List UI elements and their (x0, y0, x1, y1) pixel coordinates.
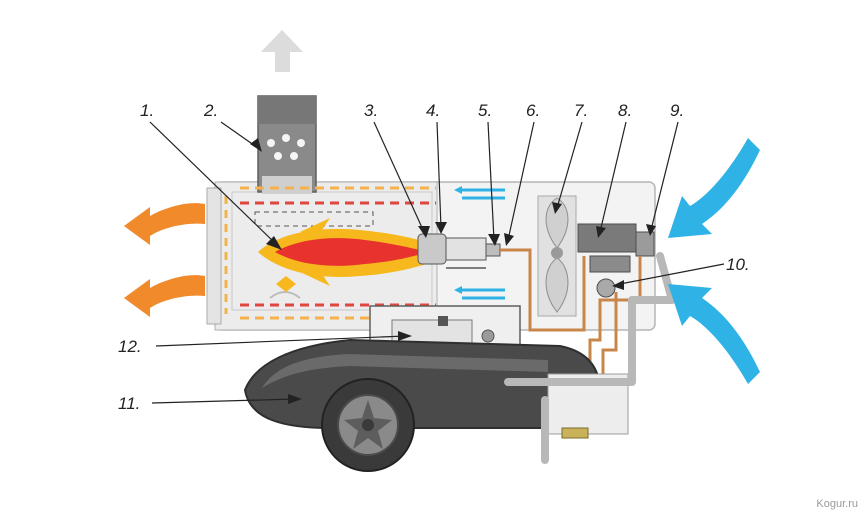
label-9: 9. (670, 101, 684, 120)
heat-flow-stripes (224, 186, 436, 320)
label-8: 8. (618, 101, 632, 120)
label-5: 5. (478, 101, 492, 120)
burner-nozzle (417, 233, 501, 269)
exhaust-up-arrow (261, 30, 303, 72)
fuel-pump-assembly (577, 223, 655, 298)
wheel (321, 378, 415, 472)
fuel-tank (243, 338, 629, 439)
cold-air-inlet-arrows (668, 138, 760, 384)
label-10: 10. (726, 255, 750, 274)
label-6: 6. (526, 101, 540, 120)
label-12: 12. (118, 337, 142, 356)
label-1: 1. (140, 101, 154, 120)
leader-arrowheads (250, 138, 656, 404)
watermark: Kogur.ru (816, 498, 858, 510)
leader-lines (149, 121, 725, 404)
exhaust-chimney (257, 95, 317, 194)
frame-handle (504, 252, 676, 464)
label-3: 3. (364, 101, 378, 120)
hot-air-outlet-arrows (124, 203, 205, 317)
flame (258, 218, 432, 286)
label-11: 11. (118, 394, 140, 413)
label-4: 4. (426, 101, 440, 120)
label-2: 2. (203, 101, 218, 120)
internal-air-arrows (454, 186, 505, 300)
label-7: 7. (574, 101, 588, 120)
fan (537, 195, 577, 317)
